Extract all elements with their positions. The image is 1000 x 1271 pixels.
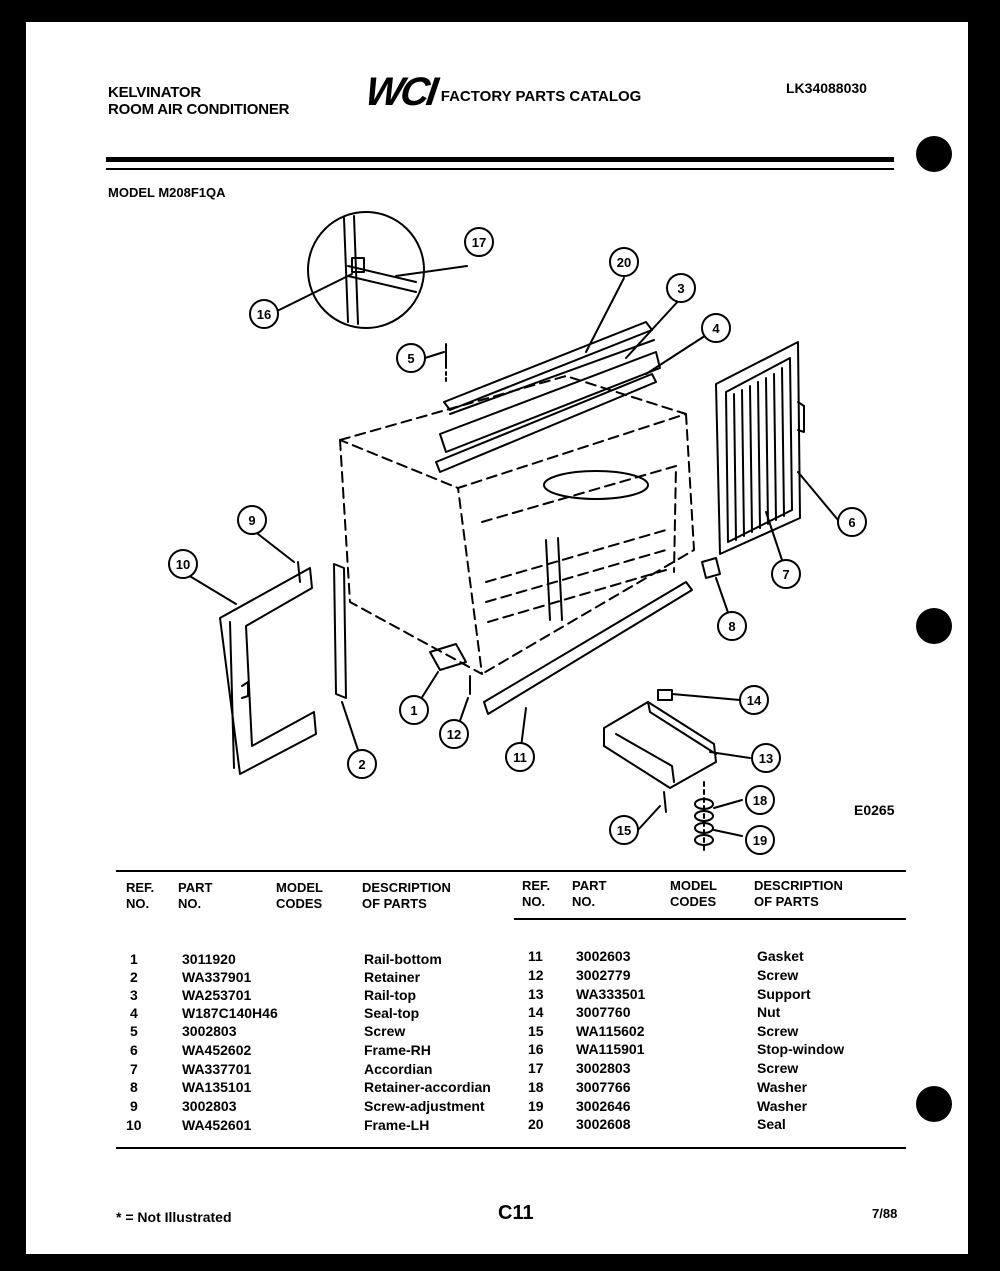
callout-3: 3 xyxy=(666,273,696,303)
frame-rh xyxy=(715,341,805,555)
model-label: MODEL M208F1QA xyxy=(108,185,226,200)
punch-hole-icon xyxy=(916,608,952,644)
catalog-header: WCI FACTORY PARTS CATALOG xyxy=(363,70,642,114)
rail-bottom xyxy=(429,643,467,671)
catalog-code: LK34088030 xyxy=(786,80,867,96)
callout-5: 5 xyxy=(396,343,426,373)
header-rule-thin xyxy=(106,168,894,170)
callout-2: 2 xyxy=(347,749,377,779)
callout-14: 14 xyxy=(739,685,769,715)
page-number: C11 xyxy=(498,1202,534,1224)
svg-text:17: 17 xyxy=(472,235,486,250)
svg-text:19: 19 xyxy=(753,833,767,848)
svg-text:3: 3 xyxy=(677,281,684,296)
svg-text:15: 15 xyxy=(617,823,631,838)
callout-7: 7 xyxy=(771,559,801,589)
callout-10: 10 xyxy=(168,549,198,579)
svg-text:2: 2 xyxy=(358,757,365,772)
punch-hole-icon xyxy=(916,1086,952,1122)
svg-text:5: 5 xyxy=(407,351,414,366)
product-type: ROOM AIR CONDITIONER xyxy=(108,101,290,118)
table-top-rule xyxy=(116,870,906,872)
diagram-code: E0265 xyxy=(854,802,895,818)
callout-17: 17 xyxy=(464,227,494,257)
svg-text:16: 16 xyxy=(257,307,271,322)
cabinet-opening xyxy=(543,470,649,500)
svg-text:12: 12 xyxy=(447,727,461,742)
callout-11: 11 xyxy=(505,742,535,772)
callout-9: 9 xyxy=(237,505,267,535)
callout-15: 15 xyxy=(609,815,639,845)
top-rails xyxy=(435,321,661,473)
callout-19: 19 xyxy=(745,825,775,855)
svg-text:8: 8 xyxy=(728,619,735,634)
retainer-lh xyxy=(333,563,347,699)
exploded-parts-diagram: 1 2 3 4 5 6 7 8 9 10 11 12 13 14 15 16 1… xyxy=(168,211,867,855)
screw-9 xyxy=(297,561,301,583)
gasket xyxy=(483,581,693,715)
table-header-rule xyxy=(514,918,906,920)
frame-lh xyxy=(219,567,317,775)
header-rule-thick xyxy=(106,157,894,162)
callout-20: 20 xyxy=(609,247,639,277)
support-bracket xyxy=(603,701,717,789)
footer-note: * = Not Illustrated xyxy=(116,1209,232,1225)
punch-hole-icon xyxy=(916,136,952,172)
svg-text:18: 18 xyxy=(753,793,767,808)
header-ref-no: REF.NO. xyxy=(126,880,155,911)
callout-18: 18 xyxy=(745,785,775,815)
cabinet-outline xyxy=(339,375,695,675)
svg-text:1: 1 xyxy=(410,703,417,718)
header-ref-no-right: REF.NO. xyxy=(522,878,551,909)
svg-text:14: 14 xyxy=(747,693,762,708)
callout-1: 1 xyxy=(399,695,429,725)
retainer-accordion xyxy=(701,557,721,579)
catalog-page: KELVINATOR ROOM AIR CONDITIONER WCI FACT… xyxy=(26,22,968,1254)
detail-circle xyxy=(307,211,425,329)
svg-text:10: 10 xyxy=(176,557,190,572)
callout-16: 16 xyxy=(249,299,279,329)
svg-text:6: 6 xyxy=(848,515,855,530)
brand-name: KELVINATOR xyxy=(108,84,202,101)
nut-14 xyxy=(657,689,673,701)
callout-8: 8 xyxy=(717,611,747,641)
brand-block: KELVINATOR ROOM AIR CONDITIONER xyxy=(108,84,289,118)
callout-13: 13 xyxy=(751,743,781,773)
footer-date: 7/88 xyxy=(872,1206,898,1221)
svg-text:13: 13 xyxy=(759,751,773,766)
svg-text:7: 7 xyxy=(782,567,789,582)
svg-text:11: 11 xyxy=(513,750,527,765)
callout-4: 4 xyxy=(701,313,731,343)
svg-text:9: 9 xyxy=(248,513,255,528)
catalog-title: FACTORY PARTS CATALOG xyxy=(440,87,642,105)
table-bottom-rule xyxy=(116,1147,906,1149)
callout-6: 6 xyxy=(837,507,867,537)
svg-text:4: 4 xyxy=(712,321,720,336)
callout-12: 12 xyxy=(439,719,469,749)
screw-15 xyxy=(663,791,667,813)
svg-text:20: 20 xyxy=(617,255,631,270)
